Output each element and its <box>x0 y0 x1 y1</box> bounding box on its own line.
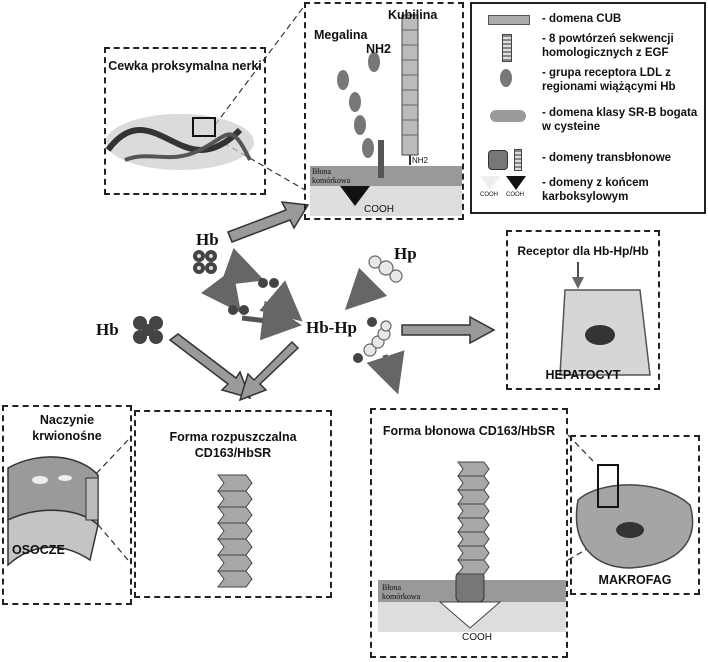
membrane-label: Błona komórkowa <box>382 583 421 601</box>
blood-vessel-box: Naczynie krwionośne OSOCZE <box>2 405 132 605</box>
soluble-form-title: Forma rozpuszczalna CD163/HbSR <box>169 430 297 460</box>
hepatocyte-cell <box>559 262 651 376</box>
legend-item-label: - domena klasy SR-B bogata w cysteine <box>542 107 698 134</box>
soluble-cd163-chain <box>217 474 253 588</box>
legend-item-label: - domena CUB <box>542 13 622 25</box>
legend-item-label: - grupa receptora LDL z regionami wiążąc… <box>542 67 676 94</box>
hp-label: Hp <box>394 244 417 263</box>
hb-molecules <box>133 250 279 344</box>
cooh-domain-icon <box>506 176 526 190</box>
vessel-illustration <box>7 456 99 567</box>
nh2-label: NH2 <box>366 42 392 56</box>
membrane-label: Błona komórkowa <box>312 167 351 185</box>
legend-box: - domena CUB - 8 powtórzeń sekwencji hom… <box>470 2 706 214</box>
soluble-form-box: Forma rozpuszczalna CD163/HbSR <box>134 410 332 598</box>
transmembrane-domain-icon <box>514 149 522 171</box>
macrophage-label: MAKROFAG <box>598 573 672 587</box>
hb-label: Hb <box>96 320 119 339</box>
legend-item-label: - 8 powtórzeń sekwencji homologicznych z… <box>542 33 674 60</box>
plasma-label: OSOCZE <box>12 543 65 557</box>
membrane-form-box: Forma błonowa CD163/HbSR Błona komórkowa… <box>370 408 568 658</box>
kidney-tubule-box: Cewka proksymalna nerki <box>104 47 266 195</box>
legend-item: COOH COOH - domeny z końcem karboksylowy… <box>472 174 706 210</box>
cooh-small-label: COOH <box>480 192 498 198</box>
hp-molecules <box>363 255 403 357</box>
membrane-form-title: Forma błonowa CD163/HbSR <box>382 424 556 438</box>
macrophage-illustration <box>575 464 694 569</box>
nh2-small-label: NH2 <box>412 156 429 165</box>
hb-hp-label: Hb-Hp <box>306 318 358 337</box>
megalin-cubilin-box: Megalina Kubilina NH2 NH2 Błona komórkow… <box>304 2 464 220</box>
ldl-receptor-icon <box>500 69 512 87</box>
legend-item: - domena klasy SR-B bogata w cysteine <box>472 104 706 140</box>
legend-item: - 8 powtórzeń sekwencji homologicznych z… <box>472 30 706 66</box>
legend-item: - domena CUB <box>472 8 706 44</box>
megalin-label: Megalina <box>314 28 368 42</box>
hepatocyte-box: Receptor dla Hb-Hp/Hb HEPATOCYT <box>506 230 660 390</box>
legend-item-label: - domeny transbłonowe <box>542 152 672 164</box>
srb-domain-icon <box>490 110 526 122</box>
receptor-label: Receptor dla Hb-Hp/Hb <box>517 244 649 258</box>
blood-vessel-title: Naczynie krwionośne <box>32 413 102 443</box>
membrane-cd163 <box>378 461 566 632</box>
kidney-illustration <box>105 114 254 170</box>
cooh-domain-icon <box>480 176 500 190</box>
macrophage-box: MAKROFAG <box>570 435 700 595</box>
small-arrows <box>201 248 405 395</box>
legend-item-label: - domeny z końcem karboksylowym <box>542 177 649 204</box>
cooh-label: COOH <box>364 204 394 215</box>
big-arrows <box>168 201 496 402</box>
legend-item: - grupa receptora LDL z regionami wiążąc… <box>472 64 706 100</box>
hb-molecule-highlights <box>197 254 213 270</box>
transmembrane-domain-icon <box>488 150 508 170</box>
kidney-tubule-title: Cewka proksymalna nerki <box>108 59 262 73</box>
egf-repeat-icon <box>502 34 512 62</box>
legend-item: - domeny transbłonowe <box>472 146 706 182</box>
cooh-label: COOH <box>462 632 492 643</box>
cooh-small-label: COOH <box>506 192 524 198</box>
cub-domain-icon <box>488 15 530 25</box>
hepatocyte-label: HEPATOCYT <box>545 368 621 382</box>
hb-label: Hb <box>196 230 219 249</box>
receptor-illustration <box>310 14 462 216</box>
cubilin-label: Kubilina <box>388 8 438 22</box>
hb-hp-dots <box>353 317 377 363</box>
